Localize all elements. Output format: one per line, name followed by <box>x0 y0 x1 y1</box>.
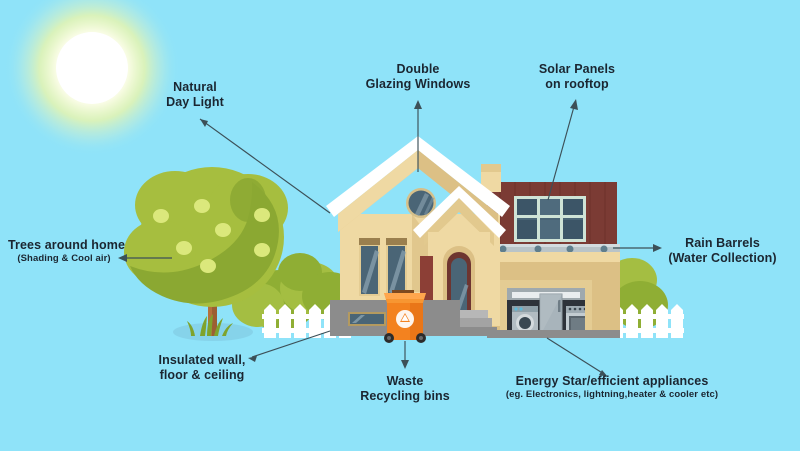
label-trees-line1: Trees around home <box>8 238 126 252</box>
label-double-glazing-line2: Glazing Windows <box>365 77 471 92</box>
label-natural-day-light-line1: Natural <box>173 80 217 94</box>
label-insulated-wall-line2: floor & ceiling <box>159 368 245 383</box>
ground <box>0 338 800 451</box>
label-energy-star-line1: Energy Star/efficient appliances <box>515 374 709 388</box>
label-rain-barrels: Rain Barrels (Water Collection) <box>650 236 795 267</box>
tree <box>124 167 288 341</box>
basement-window <box>348 312 386 326</box>
label-rain-barrels-line2: (Water Collection) <box>668 251 777 266</box>
label-double-glazing-line1: Double <box>396 62 440 76</box>
label-double-glazing-windows: Double Glazing Windows <box>338 62 498 93</box>
label-energy-star-appliances: Energy Star/efficient appliances (eg. El… <box>495 374 729 401</box>
label-waste-line2: Recycling bins <box>360 389 450 404</box>
label-insulated-wall-line1: Insulated wall, <box>158 353 246 367</box>
label-solar-panels-line1: Solar Panels <box>538 62 616 76</box>
label-trees-sub: (Shading & Cool air) <box>17 253 111 265</box>
label-rain-barrels-line1: Rain Barrels <box>685 236 760 250</box>
oven-appliance <box>566 306 585 336</box>
double-glazing-window-right <box>386 238 407 296</box>
porch-roof-edge <box>413 186 506 238</box>
label-natural-day-light: Natural Day Light <box>140 80 250 111</box>
right-wing-with-solar <box>481 164 620 338</box>
arrow-energy-star <box>546 337 605 375</box>
attic-round-window <box>406 188 436 218</box>
refrigerator-appliance <box>539 293 563 336</box>
label-waste-recycling-bins: Waste Recycling bins <box>345 374 465 405</box>
arrow-solar-panels <box>547 102 576 201</box>
solar-panel <box>514 196 586 242</box>
sun-icon <box>4 0 180 156</box>
label-waste-line1: Waste <box>386 374 424 388</box>
label-natural-day-light-line2: Day Light <box>166 95 224 110</box>
label-insulated-wall: Insulated wall, floor & ceiling <box>152 353 252 384</box>
label-solar-panels-line2: on rooftop <box>545 77 609 92</box>
double-glazing-window-left <box>359 238 380 296</box>
label-solar-panels: Solar Panels on rooftop <box>512 62 642 93</box>
label-trees-around-home: Trees around home (Shading & Cool air) <box>8 238 126 265</box>
waste-recycling-bin <box>384 290 426 343</box>
arrow-group <box>118 99 662 377</box>
label-energy-star-sub: (eg. Electronics, lightning,heater & coo… <box>505 389 719 401</box>
arrow-insulated-wall <box>251 330 331 358</box>
arrow-natural-day-light <box>199 118 331 214</box>
gutter-rain-collection <box>484 244 620 253</box>
